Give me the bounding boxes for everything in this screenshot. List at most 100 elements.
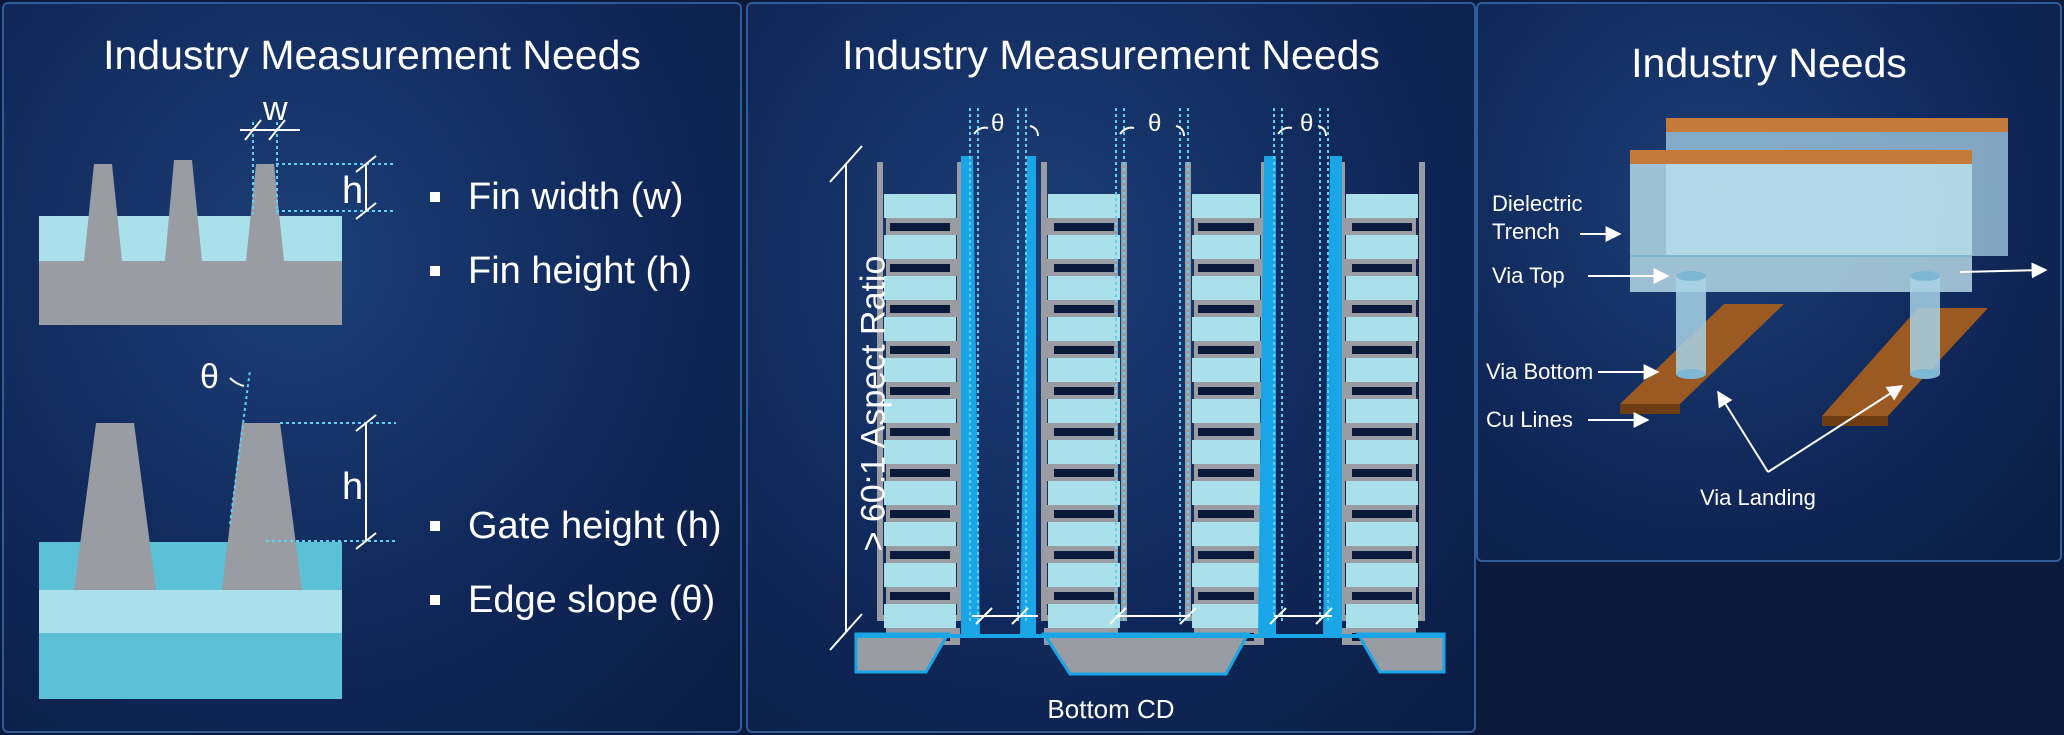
stack-layer-gap — [1198, 305, 1254, 313]
bullet-fin-width: Fin width (w) — [428, 174, 692, 248]
fin-3 — [246, 164, 284, 261]
stack-layer-gap — [1054, 551, 1114, 559]
stack-layer-fill — [884, 358, 956, 382]
stack-layer-fill — [1048, 399, 1120, 423]
stack-layer-gap — [1198, 387, 1254, 395]
stack-layer-fill — [1048, 194, 1120, 218]
stack-layer-fill — [1192, 440, 1260, 464]
stack-layer-fill — [1048, 604, 1120, 628]
theta-label-1: θ — [991, 110, 1005, 137]
stack-layer-fill — [1048, 563, 1120, 587]
stack-layer-fill — [884, 235, 956, 259]
stack-layer-fill — [1192, 194, 1260, 218]
stack-layer-gap — [890, 264, 950, 272]
stack-layer-gap — [890, 305, 950, 313]
via-panel-title: Industry Needs — [1631, 40, 1907, 86]
stack-layer-gap — [1352, 387, 1412, 395]
stack-layer-fill — [1192, 481, 1260, 505]
stack-layer-fill — [884, 276, 956, 300]
stack-layer-gap — [1352, 223, 1412, 231]
gate-middle-layer — [39, 590, 342, 633]
fin-substrate — [39, 261, 342, 325]
stack-layer-fill — [1048, 235, 1120, 259]
label-w: w — [263, 90, 288, 128]
stack-layer-fill — [1346, 481, 1418, 505]
stack-layer-fill — [1346, 604, 1418, 628]
gate-bullet-list: Gate height (h) Edge slope (θ) — [428, 503, 721, 651]
dielectric-trench-label: Dielectric Trench — [1492, 191, 1583, 244]
stack-layer-gap — [1198, 592, 1254, 600]
stack-layer-gap — [1352, 510, 1412, 518]
gate-bottom-layer — [39, 633, 342, 699]
stack-layer-fill — [1346, 440, 1418, 464]
stack-layer-fill — [884, 481, 956, 505]
stack-layer-fill — [1192, 399, 1260, 423]
stack-layer-fill — [884, 399, 956, 423]
via-top-label: Via Top — [1492, 263, 1565, 288]
stack-layer-fill — [1048, 522, 1120, 546]
fin-structure-top — [39, 160, 342, 325]
stack-substrate — [854, 632, 1446, 676]
stack-layer-gap — [1054, 305, 1114, 313]
stack-layer-fill — [1346, 399, 1418, 423]
stack-layer-gap — [890, 428, 950, 436]
stack-layer-gap — [1352, 428, 1412, 436]
cu-lines-label: Cu Lines — [1486, 407, 1573, 432]
trench-walls — [961, 156, 1342, 636]
stack-layer-fill — [1048, 440, 1120, 464]
stack-layer-fill — [884, 522, 956, 546]
stack-layer-gap — [1054, 469, 1114, 477]
stack-layer-gap — [1054, 428, 1114, 436]
gate-structure-bottom — [39, 423, 342, 699]
stack-layer-gap — [890, 592, 950, 600]
stack-layer-gap — [1352, 264, 1412, 272]
stack-layer-fill — [1048, 276, 1120, 300]
bottom-cd-dimensions — [972, 607, 1333, 625]
via-landing-label: Via Landing — [1700, 485, 1816, 510]
label-theta: θ — [200, 358, 219, 396]
stack-layer-fill — [1192, 522, 1260, 546]
stack-panel: Industry Measurement Needs — [746, 2, 1476, 733]
stack-layer-fill — [1048, 358, 1120, 382]
bottom-cd-label: Bottom CD — [1047, 694, 1175, 724]
fin-width-dimension — [252, 122, 396, 214]
gate-dimension-lines — [229, 369, 396, 542]
stack-layer-gap — [1198, 469, 1254, 477]
via-arrows — [1580, 226, 2048, 473]
stack-layer-gap — [890, 469, 950, 477]
stack-layer-fill — [1346, 563, 1418, 587]
fin-dimension-arrows — [240, 119, 377, 220]
stack-layer-gap — [1054, 592, 1114, 600]
stack-layer-fill — [1048, 317, 1120, 341]
stack-layer-gap — [1198, 428, 1254, 436]
stack-layer-fill — [1192, 235, 1260, 259]
stack-layer-gap — [1198, 551, 1254, 559]
stack-layer-gap — [890, 387, 950, 395]
stack-layer-fill — [1346, 235, 1418, 259]
via-diagram — [1580, 118, 2048, 473]
stack-layer-gap — [890, 510, 950, 518]
fin-bullet-list: Fin width (w) Fin height (h) — [428, 174, 692, 322]
stack-layer-fill — [1048, 481, 1120, 505]
dielectric-trench — [1630, 118, 2008, 292]
stack-layer-gap — [890, 551, 950, 559]
via-panel: Industry Needs — [1476, 2, 2062, 562]
aspect-ratio-label: > 60:1 Aspect Ratio — [854, 255, 893, 552]
stack-layer-fill — [1192, 604, 1260, 628]
stack-layer-gap — [1054, 346, 1114, 354]
via-bottom-label: Via Bottom — [1486, 359, 1594, 384]
aspect-dimension — [829, 145, 863, 651]
stack-layer-fill — [884, 317, 956, 341]
fin-panel: Industry Measurement Needs — [2, 2, 742, 733]
stack-layer-fill — [884, 440, 956, 464]
gate-dimension-arrows — [229, 377, 377, 550]
stack-layer-gap — [1352, 592, 1412, 600]
stack-layer-fill — [1192, 276, 1260, 300]
trench-guides — [969, 108, 1329, 624]
gate-2 — [222, 423, 302, 590]
vias — [1676, 271, 1940, 379]
label-fin-h: h — [342, 170, 364, 212]
theta-label-3: θ — [1300, 110, 1314, 137]
stack-layer-fill — [1192, 563, 1260, 587]
stack-panel-title: Industry Measurement Needs — [842, 32, 1380, 78]
